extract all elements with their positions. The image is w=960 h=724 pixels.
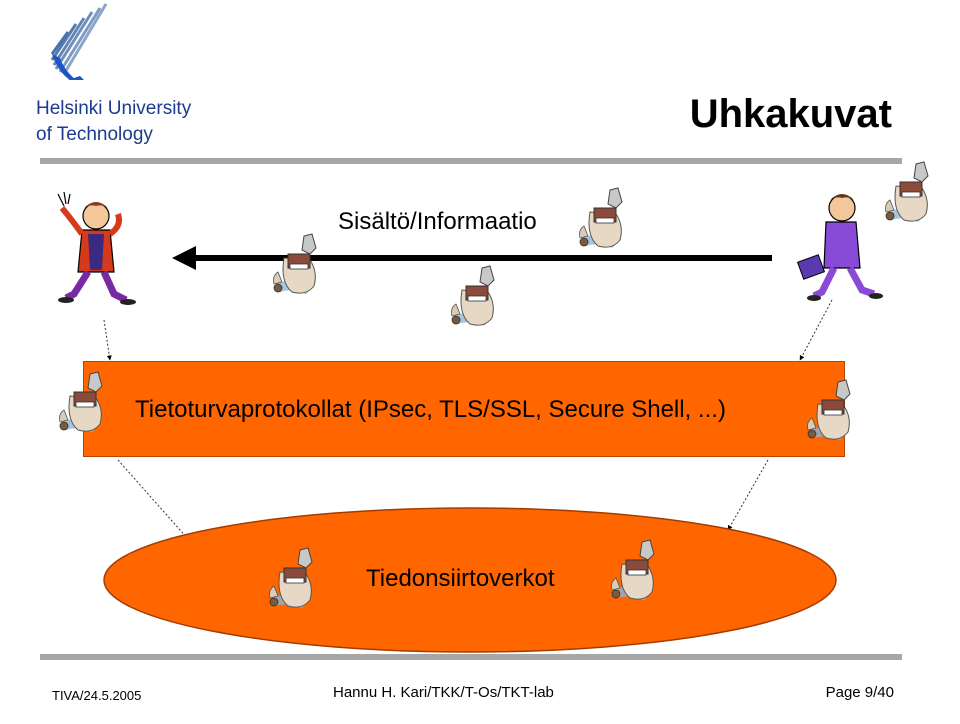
protocols-label: Tietoturvaprotokollat (IPsec, TLS/SSL, S… <box>135 396 726 423</box>
attacker-icon <box>885 161 929 223</box>
connector-left-top <box>103 319 112 361</box>
attacker-icon <box>579 187 623 249</box>
receiver-person-icon <box>796 194 883 301</box>
footer-divider <box>40 654 902 660</box>
header-divider <box>40 158 902 164</box>
attacker-icon <box>807 379 851 441</box>
footer-author: Hannu H. Kari/TKK/T-Os/TKT-lab <box>333 684 554 701</box>
slide-title: Uhkakuvat <box>689 92 892 136</box>
content-label: Sisältö/Informaatio <box>338 208 537 235</box>
network-label: Tiedonsiirtoverkot <box>366 565 555 592</box>
attacker-icon <box>451 265 495 327</box>
attacker-icon <box>59 371 103 433</box>
university-line-2: of Technology <box>36 124 153 145</box>
university-line-1: Helsinki University <box>36 98 192 119</box>
content-arrowhead <box>172 246 196 270</box>
university-name: Helsinki University of Technology <box>36 96 191 148</box>
university-logo <box>50 3 108 80</box>
connector-right-top <box>799 299 833 361</box>
connector-right-bottom <box>727 459 769 531</box>
attacker-icon <box>273 233 317 295</box>
sender-person-icon <box>57 191 136 305</box>
footer-date: TIVA/24.5.2005 <box>52 688 142 703</box>
connector-left-bottom <box>117 459 197 549</box>
page-number: Page 9/40 <box>825 684 894 701</box>
protocol-box <box>83 361 845 457</box>
network-ellipse <box>103 507 837 653</box>
